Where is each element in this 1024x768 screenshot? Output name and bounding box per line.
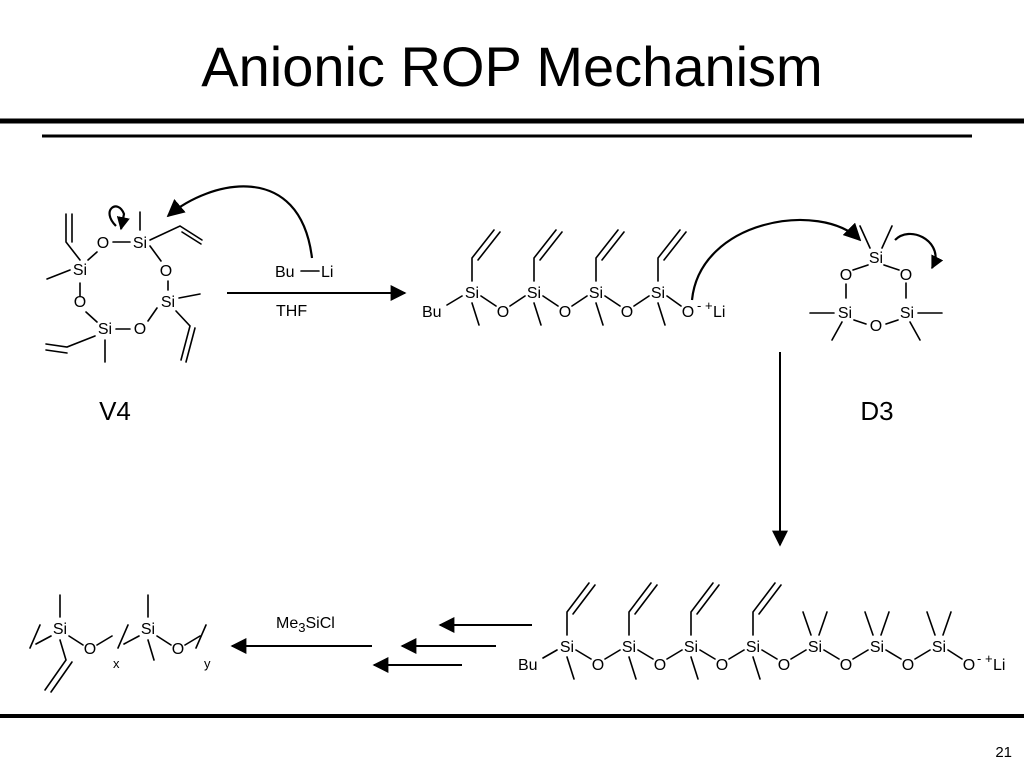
chain-o: O <box>621 304 633 321</box>
chain-bu: Bu <box>422 304 442 321</box>
v4-atom: O <box>134 321 146 338</box>
block-si: Si <box>746 639 760 656</box>
block-o-anion: O <box>963 657 975 674</box>
chain-o-anion: O <box>682 304 694 321</box>
living-chain-bonds <box>446 229 687 326</box>
v4-atom: O <box>160 263 172 280</box>
chain-o: O <box>559 304 571 321</box>
v4-curved-arrow <box>108 205 130 231</box>
product-polymer: Si O Si O x y <box>29 594 211 693</box>
slide-title: Anionic ROP Mechanism <box>201 35 822 98</box>
block-chain-bonds <box>542 582 963 680</box>
chain-o: O <box>497 304 509 321</box>
block-chain: Bu Si O Si O Si O Si O Si O Si O Si O - … <box>518 582 1005 680</box>
v4-atom: Si <box>73 262 87 279</box>
block-o: O <box>840 657 852 674</box>
block-charge: - + <box>977 651 993 666</box>
block-li: Li <box>993 657 1005 674</box>
reaction-solvent: THF <box>276 303 307 320</box>
product-o: O <box>172 641 184 658</box>
product-bonds <box>29 594 207 693</box>
d3-atom: Si <box>869 250 883 267</box>
block-o: O <box>902 657 914 674</box>
termination-arrows <box>230 617 532 673</box>
d3-molecule: Si Si Si O O O <box>809 225 944 341</box>
reagent-bu: Bu <box>275 264 295 281</box>
product-si: Si <box>53 621 67 638</box>
attack-curved-arrow <box>690 218 862 301</box>
d3-atom: Si <box>838 305 852 322</box>
v4-molecule: Si Si Si Si O O O O <box>45 205 203 363</box>
chain-li: Li <box>713 304 725 321</box>
block-si: Si <box>870 639 884 656</box>
product-subscript-y: y <box>204 656 211 671</box>
block-si: Si <box>684 639 698 656</box>
v4-atom: O <box>97 235 109 252</box>
block-o: O <box>716 657 728 674</box>
product-o: O <box>84 641 96 658</box>
block-o: O <box>654 657 666 674</box>
chain-si: Si <box>527 285 541 302</box>
v4-atom: Si <box>161 294 175 311</box>
v4-atom: Si <box>98 321 112 338</box>
page-number: 21 <box>995 744 1012 761</box>
termination-reagent: Me3SiCl <box>276 615 335 635</box>
d3-atom: O <box>870 318 882 335</box>
d3-atom: Si <box>900 305 914 322</box>
block-o: O <box>778 657 790 674</box>
v4-bonds <box>45 211 203 363</box>
block-si: Si <box>560 639 574 656</box>
d3-atom: O <box>900 267 912 284</box>
chain-si: Si <box>589 285 603 302</box>
chain-si: Si <box>651 285 665 302</box>
living-chain: Bu Si O Si O Si O Si O - + Li <box>422 218 862 326</box>
block-si: Si <box>622 639 636 656</box>
chain-charge: - + <box>697 298 713 313</box>
d3-atom: O <box>840 267 852 284</box>
d3-curved-arrow <box>894 233 944 270</box>
block-bu: Bu <box>518 657 538 674</box>
block-si: Si <box>932 639 946 656</box>
reagent-li: Li <box>321 264 333 281</box>
initiator-curved-arrow <box>166 185 314 259</box>
chain-si: Si <box>465 285 479 302</box>
block-si: Si <box>808 639 822 656</box>
d3-label: D3 <box>860 396 893 426</box>
v4-label: V4 <box>99 396 131 426</box>
v4-atom: Si <box>133 235 147 252</box>
block-o: O <box>592 657 604 674</box>
product-si: Si <box>141 621 155 638</box>
product-subscript-x: x <box>113 656 120 671</box>
d3-bonds <box>809 225 943 341</box>
v4-atom: O <box>74 294 86 311</box>
